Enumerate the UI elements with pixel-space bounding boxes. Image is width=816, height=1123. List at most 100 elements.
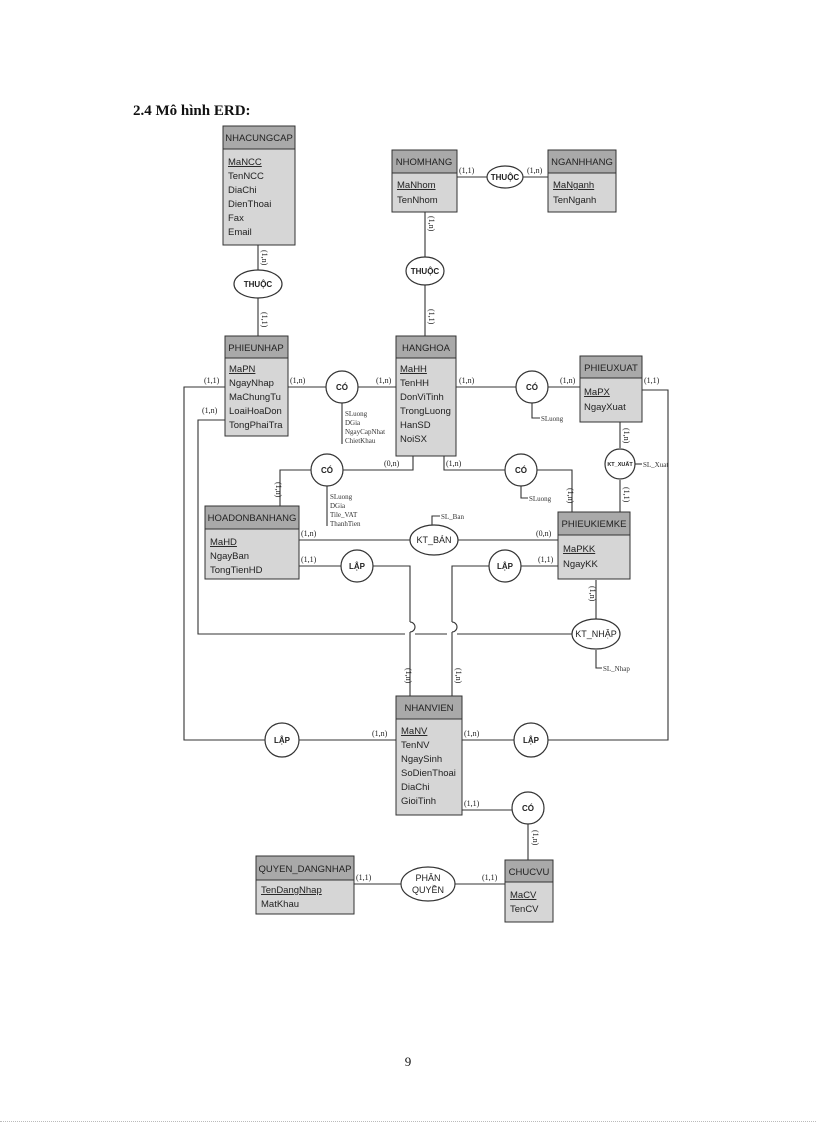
svg-text:(1,n): (1,n): [404, 668, 413, 684]
svg-text:(1,1): (1,1): [459, 166, 475, 175]
svg-text:(1,1): (1,1): [204, 376, 220, 385]
entity-hoadonbanhang: HOADONBANHANG MaHD NgayBan TongTienHD: [204, 505, 300, 580]
entity-pk: TenDangNhap: [261, 885, 322, 896]
entity-title: PHIEUNHAP: [228, 343, 283, 354]
rel-attrs-co-nhap: SLuong DGia NgayCapNhat ChietKhau: [345, 410, 385, 445]
svg-text:(1,n): (1,n): [274, 482, 283, 498]
rel-attrs-co-kiemke: SLuong: [529, 495, 552, 503]
page-heading: 2.4 Mô hình ERD:: [133, 103, 251, 119]
rel-lap-kk: LẬP: [488, 549, 522, 583]
entity-nhanvien: NHANVIEN MaNV TenNV NgaySinh SoDienThoai…: [395, 695, 463, 816]
svg-text:ChietKhau: ChietKhau: [345, 437, 376, 445]
rel-attrs-co-ban: SLuong DGia Tile_VAT ThanhTien: [330, 493, 361, 528]
svg-text:(1,n): (1,n): [202, 406, 218, 415]
svg-text:(1,1): (1,1): [301, 555, 317, 564]
svg-text:CÓ: CÓ: [522, 804, 534, 813]
entity-title: NHOMHANG: [396, 157, 452, 168]
entity-attr: DonViTinh: [400, 392, 444, 403]
rel-thuoc-nganh: THUỘC: [486, 165, 524, 189]
entity-attr: DienThoai: [228, 199, 271, 210]
rel-kt-ban: KT_BÁN: [409, 524, 459, 556]
svg-text:LẬP: LẬP: [523, 736, 540, 745]
rel-thuoc-ncc: THUỘC: [233, 269, 283, 299]
svg-text:(1,1): (1,1): [538, 555, 554, 564]
entity-nhomhang: NHOMHANG MaNhom TenNhom: [391, 149, 458, 213]
svg-text:(1,n): (1,n): [588, 586, 597, 602]
svg-text:(1,n): (1,n): [301, 529, 317, 538]
entity-attr: SoDienThoai: [401, 768, 456, 779]
rel-attr-sl-xuat: SL_Xuat: [643, 461, 668, 469]
entity-title: QUYEN_DANGNHAP: [259, 864, 352, 875]
rel-lap-hd: LẬP: [340, 549, 374, 583]
svg-text:SLuong: SLuong: [529, 495, 552, 503]
svg-text:(1,n): (1,n): [446, 459, 462, 468]
entity-attr: Email: [228, 227, 252, 238]
rel-co-kiemke: CÓ: [504, 453, 538, 487]
rel-attr-sl-nhap: SL_Nhap: [603, 665, 630, 673]
svg-text:SLuong: SLuong: [345, 410, 368, 418]
svg-text:KT_NHẬP: KT_NHẬP: [575, 629, 617, 639]
connection-lines: [183, 176, 669, 885]
entity-title: HANGHOA: [402, 343, 451, 354]
entity-attr: MaChungTu: [229, 392, 281, 403]
svg-text:(1,1): (1,1): [622, 487, 631, 503]
entity-attr: DiaChi: [228, 185, 257, 196]
entity-attr: DiaChi: [401, 782, 430, 793]
entity-attr: NgayBan: [210, 551, 249, 562]
entity-phieuxuat: PHIEUXUAT MaPX NgayXuat: [579, 355, 643, 423]
entity-attr: TenNCC: [228, 171, 264, 182]
entity-title: PHIEUXUAT: [584, 363, 638, 374]
svg-text:(1,n): (1,n): [622, 428, 631, 444]
entity-pk: MaPKK: [563, 544, 596, 555]
svg-text:CÓ: CÓ: [336, 383, 348, 392]
svg-text:KT_BÁN: KT_BÁN: [416, 535, 451, 545]
svg-text:(0,n): (0,n): [384, 459, 400, 468]
svg-text:(1,1): (1,1): [482, 873, 498, 882]
entity-title: NGANHHANG: [551, 157, 613, 168]
rel-co-nhap: CÓ: [325, 370, 359, 404]
entity-pk: MaPX: [584, 387, 611, 398]
entity-title: HOADONBANHANG: [208, 513, 297, 524]
entity-attr: NgayNhap: [229, 378, 274, 389]
entity-attr: NgayKK: [563, 559, 599, 570]
entity-title: CHUCVU: [509, 867, 550, 878]
svg-text:(1,n): (1,n): [464, 729, 480, 738]
svg-text:LẬP: LẬP: [497, 562, 514, 571]
entity-attr: TongPhaiTra: [229, 420, 283, 431]
entity-title: PHIEUKIEMKE: [562, 519, 627, 530]
svg-text:(1,n): (1,n): [290, 376, 306, 385]
svg-text:(1,n): (1,n): [459, 376, 475, 385]
entity-title: NHANVIEN: [404, 703, 453, 714]
entity-attr: TenHH: [400, 378, 429, 389]
svg-text:(1,1): (1,1): [260, 312, 269, 328]
entity-attr: TongTienHD: [210, 565, 263, 576]
svg-text:(1,1): (1,1): [356, 873, 372, 882]
entity-attr: TenCV: [510, 904, 539, 915]
svg-text:LẬP: LẬP: [274, 736, 291, 745]
svg-text:CÓ: CÓ: [515, 466, 527, 475]
rel-kt-nhap: KT_NHẬP: [571, 618, 621, 650]
entity-attr: Fax: [228, 213, 244, 224]
svg-text:Tile_VAT: Tile_VAT: [330, 511, 358, 519]
svg-text:DGia: DGia: [345, 419, 361, 427]
entity-pk: MaHD: [210, 537, 237, 548]
svg-text:THUỘC: THUỘC: [411, 267, 440, 276]
rel-attrs-co-xuat: SLuong: [541, 415, 564, 423]
svg-text:CÓ: CÓ: [321, 466, 333, 475]
rel-lap-pn: LẬP: [264, 722, 300, 758]
svg-text:(1,n): (1,n): [531, 830, 540, 846]
svg-text:(1,n): (1,n): [372, 729, 388, 738]
svg-text:KT_XUẤT: KT_XUẤT: [607, 461, 633, 468]
svg-text:ThanhTien: ThanhTien: [330, 520, 361, 528]
entity-attr: LoaiHoaDon: [229, 406, 282, 417]
entity-attr: TenNV: [401, 740, 430, 751]
svg-text:(1,1): (1,1): [464, 799, 480, 808]
svg-text:CÓ: CÓ: [526, 383, 538, 392]
rel-co-xuat: CÓ: [515, 370, 549, 404]
entity-attr: TrongLuong: [400, 406, 451, 417]
svg-text:(1,n): (1,n): [454, 668, 463, 684]
rel-phan-quyen: PHÂN QUYỀN: [400, 866, 456, 902]
svg-text:NgayCapNhat: NgayCapNhat: [345, 428, 385, 436]
svg-text:LẬP: LẬP: [349, 562, 366, 571]
entity-attr: MatKhau: [261, 899, 299, 910]
